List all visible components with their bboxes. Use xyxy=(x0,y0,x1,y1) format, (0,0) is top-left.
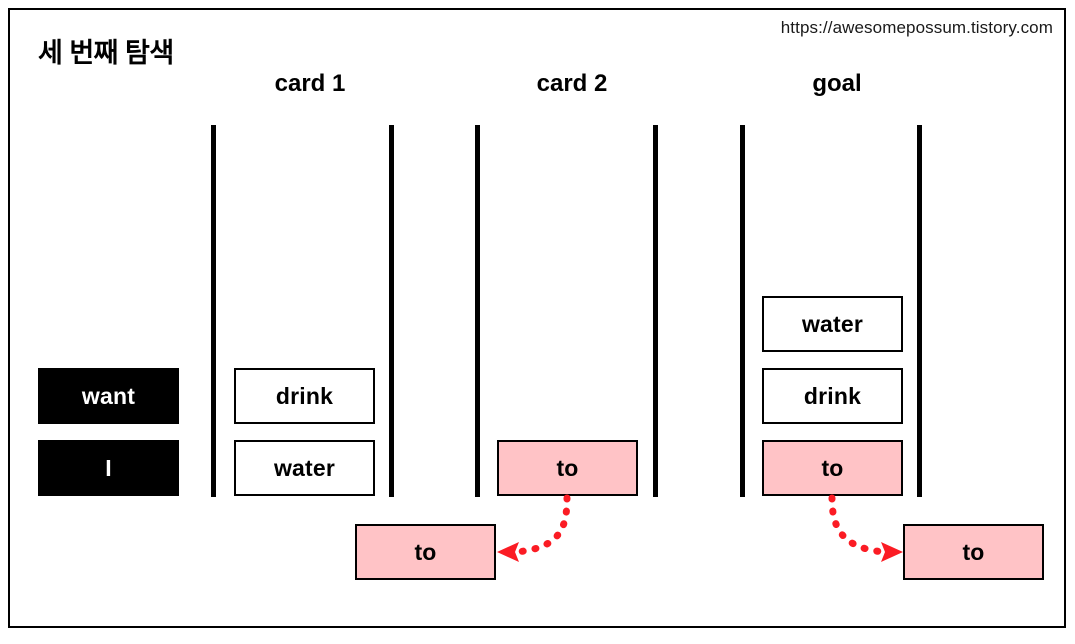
site-url-watermark: https://awesomepossum.tistory.com xyxy=(780,18,1053,37)
output-tile-right-to[interactable]: to xyxy=(903,524,1044,580)
output-tile-left-to[interactable]: to xyxy=(355,524,496,580)
card-1-tile-water[interactable]: water xyxy=(234,440,375,496)
card-2-tile-to[interactable]: to xyxy=(497,440,638,496)
card-1-tile-drink[interactable]: drink xyxy=(234,368,375,424)
page-title: 세 번째 탐색 xyxy=(38,38,174,68)
card-2-right-rail xyxy=(653,125,658,497)
input-tile-i[interactable]: I xyxy=(38,440,179,496)
card-1-left-rail xyxy=(211,125,216,497)
card-2-left-rail xyxy=(475,125,480,497)
column-header-goal: goal xyxy=(812,70,862,97)
column-header-card-2: card 2 xyxy=(536,70,608,97)
goal-tile-to[interactable]: to xyxy=(762,440,903,496)
goal-right-rail xyxy=(917,125,922,497)
input-tile-want[interactable]: want xyxy=(38,368,179,424)
column-header-card-1: card 1 xyxy=(274,70,346,97)
goal-left-rail xyxy=(740,125,745,497)
outer-frame xyxy=(8,8,1066,628)
card-1-right-rail xyxy=(389,125,394,497)
goal-tile-drink[interactable]: drink xyxy=(762,368,903,424)
goal-tile-water[interactable]: water xyxy=(762,296,903,352)
